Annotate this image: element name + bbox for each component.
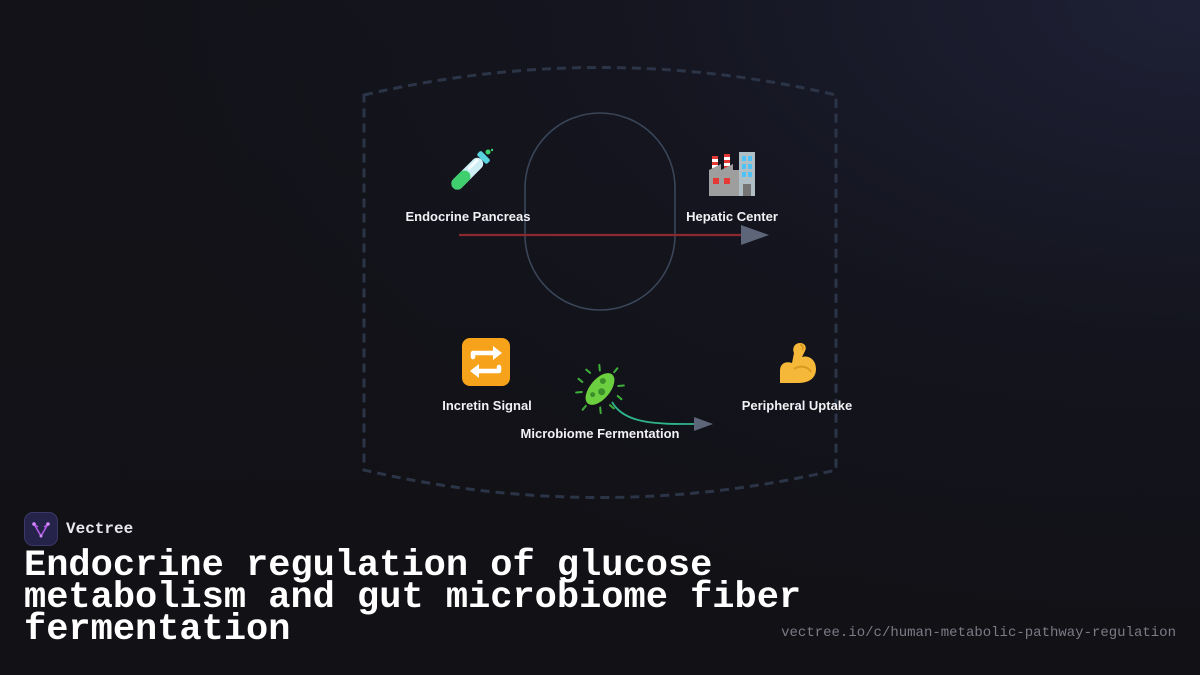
- source-url: vectree.io/c/human-metabolic-pathway-reg…: [781, 625, 1176, 641]
- node-label-microbiome-fermentation: Microbiome Fermentation: [520, 426, 680, 441]
- repeat-arrows-icon: [456, 335, 516, 389]
- node-label-endocrine-pancreas: Endocrine Pancreas: [405, 209, 531, 224]
- edge-microbiome-to-peripheral-arrowhead: [694, 417, 713, 431]
- node-label-hepatic-center: Hepatic Center: [686, 209, 778, 224]
- page-title: Endocrine regulation of glucose metaboli…: [24, 545, 802, 651]
- edge-microbiome-to-peripheral: [611, 401, 697, 425]
- node-label-incretin-signal: Incretin Signal: [442, 398, 532, 413]
- node-label-peripheral-uptake: Peripheral Uptake: [741, 398, 853, 413]
- flexed-bicep-icon: [767, 335, 827, 389]
- factory-icon: [702, 146, 762, 200]
- compartment-boundary: [362, 66, 838, 499]
- feedback-loop-shape: [524, 112, 676, 311]
- edge-pancreas-to-hepatic-arrowhead: [741, 225, 769, 245]
- brand-name: Vectree: [66, 520, 134, 538]
- vectree-logo-icon: [24, 512, 58, 546]
- test-tube-icon: [438, 146, 498, 200]
- microbe-icon: [570, 362, 630, 416]
- brand: Vectree: [24, 512, 133, 546]
